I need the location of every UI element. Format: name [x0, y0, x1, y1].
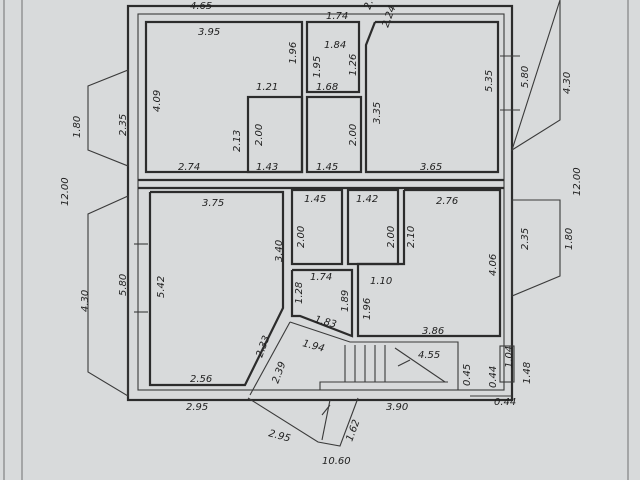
bay-window-right-bottom [511, 199, 561, 297]
porch-arrow [321, 404, 331, 416]
dim-label: 2.95 [267, 428, 291, 444]
dim-label: 2.47 [362, 0, 380, 11]
dim-label: 1.80 [564, 228, 575, 250]
dim-label: 12.00 [60, 177, 71, 206]
dim-label: 4.65 [190, 1, 212, 12]
dim-label: 3.75 [202, 198, 224, 209]
dim-label: 1.48 [522, 362, 533, 384]
dim-label: 2.10 [406, 226, 417, 248]
bay-window-left-top [87, 69, 129, 167]
dim-label: 2.00 [254, 124, 265, 146]
dim-label: 2.24 [380, 4, 398, 29]
room-small-bottom [290, 268, 354, 338]
dim-label: 3.65 [420, 162, 442, 173]
column-right [499, 345, 515, 383]
dim-label: 2.35 [118, 114, 129, 136]
dim-label: 1.45 [304, 194, 326, 205]
dim-label: 1.89 [340, 290, 351, 312]
dim-label: 1.74 [326, 11, 348, 22]
room-top-right [364, 20, 500, 174]
dim-label: 3.86 [422, 326, 444, 337]
dim-label: 3.95 [198, 27, 220, 38]
room-bath-2 [305, 95, 363, 174]
dim-label: 1.42 [356, 194, 378, 205]
dim-label: 5.42 [156, 276, 167, 298]
dim-label: 1.04 [504, 346, 515, 368]
dim-label: 1.84 [324, 40, 346, 51]
dim-label: 12.00 [572, 167, 583, 196]
dim-label: 3.35 [372, 102, 383, 124]
dim-label: 2.00 [296, 226, 307, 248]
stair-diagonal [394, 347, 446, 383]
stair-arrow [397, 359, 411, 367]
dim-label: 4.06 [488, 254, 499, 276]
dim-label: 2.00 [348, 124, 359, 146]
dim-label: 4.09 [152, 90, 163, 112]
dim-label: 1.96 [288, 42, 299, 64]
dim-label: 0.44 [494, 397, 516, 408]
dim-label: 0.45 [462, 364, 473, 386]
dim-label: 1.62 [344, 418, 362, 443]
dim-label: 4.30 [80, 290, 91, 312]
dim-label: 0.44 [488, 366, 499, 388]
dim-label: 5.35 [484, 70, 495, 92]
dim-label: 1.28 [294, 282, 305, 304]
room-small-top [305, 20, 361, 94]
dim-label: 3.90 [386, 402, 408, 413]
stair-outline [289, 321, 459, 391]
dim-label: 4.30 [562, 72, 573, 94]
stair-wall-diag [249, 321, 291, 396]
dim-label: 10.60 [322, 456, 351, 467]
room-bottom-right [356, 188, 502, 338]
dim-label: 5.80 [118, 274, 129, 296]
bay-window-right-top [511, 0, 561, 152]
dim-label: 1.10 [370, 276, 392, 287]
room-bottom-left [148, 190, 285, 387]
dim-label: 1.95 [312, 56, 323, 78]
dim-label: 2.56 [190, 374, 212, 385]
dim-label: 3.40 [274, 240, 285, 262]
dim-label: 2.95 [186, 402, 208, 413]
dim-label: 1.96 [362, 298, 373, 320]
dim-label: 2.33 [254, 334, 272, 359]
porch-outline [247, 397, 359, 447]
dim-label: 2.74 [178, 162, 200, 173]
dim-label: 4.55 [418, 350, 440, 361]
bay-window-left-bottom [87, 195, 129, 397]
dim-label: 1.74 [310, 272, 332, 283]
dim-label: 1.83 [313, 314, 337, 330]
dim-label: 2.76 [436, 196, 458, 207]
dim-label: 2.00 [386, 226, 397, 248]
dim-label: 1.45 [316, 162, 338, 173]
room-wc-1 [290, 188, 344, 266]
dim-label: 2.13 [232, 130, 243, 152]
dim-label: 1.43 [256, 162, 278, 173]
dim-label: 1.80 [72, 116, 83, 138]
room-bath-1 [246, 95, 304, 174]
dim-label: 1.94 [301, 338, 325, 354]
dim-label: 1.68 [316, 82, 338, 93]
dim-label: 5.80 [520, 66, 531, 88]
dim-label: 1.26 [348, 54, 359, 76]
dim-label: 2.35 [520, 228, 531, 250]
dim-label: 1.21 [256, 82, 278, 93]
dim-label: 2.39 [270, 360, 288, 385]
